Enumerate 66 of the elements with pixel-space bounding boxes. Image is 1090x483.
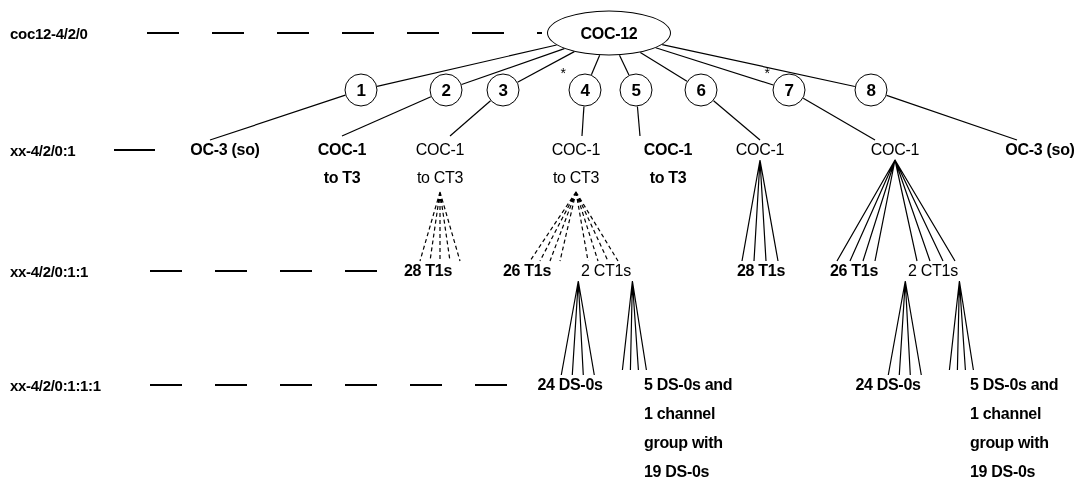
connector-line [636,105,641,137]
node-label: OC-3 (so) [1005,140,1075,160]
node-label: 5 DS-0s and 1 channel group with 19 DS-0s [644,375,734,482]
node-text: 7 [784,80,794,100]
node-text: 3 [498,80,508,100]
connector-line [948,280,974,371]
dashed-connector [419,191,461,262]
connector-line [621,280,647,371]
connector-line [713,100,761,141]
numbered-circle [429,73,463,107]
node-label: COC-1 to CT3 [414,140,466,188]
connector-line [341,96,432,137]
level-name: xx-4/2/0:1:1 [10,262,89,280]
asterisk-note: * [560,65,566,80]
node-text: 8 [866,80,876,100]
connector-line [655,47,774,86]
numbered-circle [854,73,888,107]
dashed-connector [575,191,619,262]
node-label: COC-1 to T3 [642,140,694,188]
connector-line [581,105,585,137]
level-name: xx-4/2/0:1 [10,141,76,159]
node-label: 28 T1s [404,261,452,281]
connector-line [460,48,565,86]
node-label: 5 DS-0s and 1 channel group with 19 DS-0s [970,375,1060,482]
connector-line [894,159,956,262]
connector-line [590,54,601,76]
node-label: 28 T1s [737,261,785,281]
node-label: 2 CT1s [581,261,631,281]
connector-line [887,280,922,376]
numbered-circle [344,73,378,107]
connector-line [639,51,688,82]
node-text: COC-12 [580,23,638,43]
node-label: 2 CT1s [908,261,958,281]
connector-line [449,100,492,137]
numbered-circle [684,73,718,107]
dashed-connector [529,191,577,262]
asterisk-note: * [764,65,770,80]
connector-line [560,280,595,376]
network-ellipse [547,10,671,56]
node-text: 4 [580,80,590,100]
connector-line [802,97,876,141]
node-label: 24 DS-0s [855,375,921,395]
connector-line [376,44,558,87]
node-label: 26 T1s [830,261,878,281]
node-label: COC-1 [870,140,920,160]
node-label: OC-3 (so) [190,140,260,160]
numbered-circle [619,73,653,107]
node-text: 1 [356,80,366,100]
level-name: xx-4/2/0:1:1:1 [10,376,101,394]
node-label: COC-1 to T3 [316,140,368,188]
node-text: 5 [631,80,641,100]
connector-line [741,159,779,262]
node-label: COC-1 to CT3 [550,140,602,188]
connector-line [836,159,896,262]
connector-line [661,43,856,88]
connector-line [209,94,346,141]
level-name: coc12-4/2/0 [10,24,88,42]
node-label: COC-1 [735,140,785,160]
connector-line [516,51,575,83]
node-text: 6 [696,80,706,100]
connector-line [618,54,630,76]
node-label: 24 DS-0s [537,375,603,395]
node-label: 26 T1s [503,261,551,281]
node-text: 2 [441,80,451,100]
connector-line [886,94,1018,141]
numbered-circle [486,73,520,107]
